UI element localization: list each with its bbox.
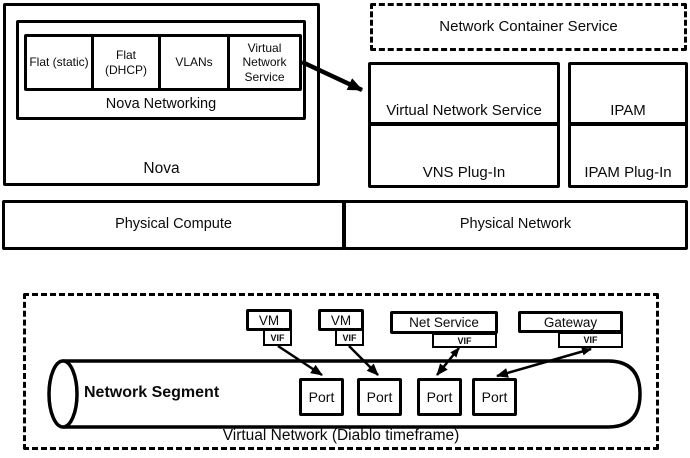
vm2-vif-box: VIF [335,329,364,346]
driver-vlans-label: VLANs [175,55,213,70]
nova-box: Nova [3,3,320,186]
nova-networking-label: Nova Networking [105,96,217,113]
driver-flat-static-label: Flat (static) [29,55,89,70]
driver-flat-dhcp: Flat (DHCP) [91,34,161,91]
vif1-port1-connector [277,344,323,377]
virtual-network-title: Virtual Network (Diablo timeframe) [222,427,460,444]
net-service-box: Net Service [390,311,498,334]
ipam-plugin-label: IPAM Plug-In [584,163,672,181]
vm2-label: VM [330,312,352,328]
vm1-box: VM [246,309,292,331]
port3-box: Port [417,378,462,416]
gateway-label: Gateway [543,314,598,330]
network-segment-cylinder-cap [47,359,79,429]
net-service-vif-box: VIF [432,333,497,348]
vm1-vif-label: VIF [270,332,285,343]
virtual-network-service-label: Virtual Network Service [386,101,542,119]
nova-label: Nova [143,160,180,178]
vif4-port4-connector [496,347,592,378]
vif2-port2-connector [348,345,379,376]
virtual-network-box [23,293,659,450]
virtual-network-service-box: Virtual Network Service [368,62,560,125]
port1-box: Port [299,378,344,416]
gateway-vif-label: VIF [583,335,598,345]
port4-label: Port [481,389,508,405]
gateway-box: Gateway [518,311,623,333]
nova-driver-row: Flat (static) Flat (DHCP) VLANs Virtual … [24,34,302,91]
physical-compute-label: Physical Compute [115,216,232,233]
vif3-port3-connector [436,347,460,376]
port2-label: Port [366,389,393,405]
net-service-label: Net Service [409,315,479,330]
physical-compute-box: Physical Compute [2,200,345,250]
driver-virtual-network-service: Virtual Network Service [227,34,302,91]
gateway-vif-box: VIF [558,332,623,348]
network-segment-label: Network Segment [84,384,220,401]
network-container-service-box: Network Container Service [370,3,687,51]
driver-flat-static: Flat (static) [24,34,94,91]
vns-plugin-box: VNS Plug-In [368,123,560,188]
port3-label: Port [426,389,453,405]
vns-plugin-label: VNS Plug-In [422,163,506,181]
vns-driver-to-plugin-arrow [301,59,363,93]
ipam-box: IPAM [568,62,688,125]
driver-virtual-network-service-label: Virtual Network Service [242,40,287,84]
network-container-service-label: Network Container Service [439,17,618,35]
ipam-plugin-box: IPAM Plug-In [568,123,688,188]
physical-network-box: Physical Network [343,200,688,250]
driver-flat-dhcp-label: Flat (DHCP) [105,47,147,77]
vm1-label: VM [258,312,280,328]
physical-network-label: Physical Network [459,216,572,233]
driver-vlans: VLANs [158,34,230,91]
nova-networking-box: Nova Networking [16,20,306,120]
port1-label: Port [308,389,335,405]
vm2-box: VM [318,309,364,331]
port2-box: Port [357,378,402,416]
vm1-vif-box: VIF [263,329,292,346]
vm2-vif-label: VIF [342,332,357,343]
net-service-vif-label: VIF [457,335,472,346]
ipam-label: IPAM [610,101,646,119]
port4-box: Port [472,378,517,416]
